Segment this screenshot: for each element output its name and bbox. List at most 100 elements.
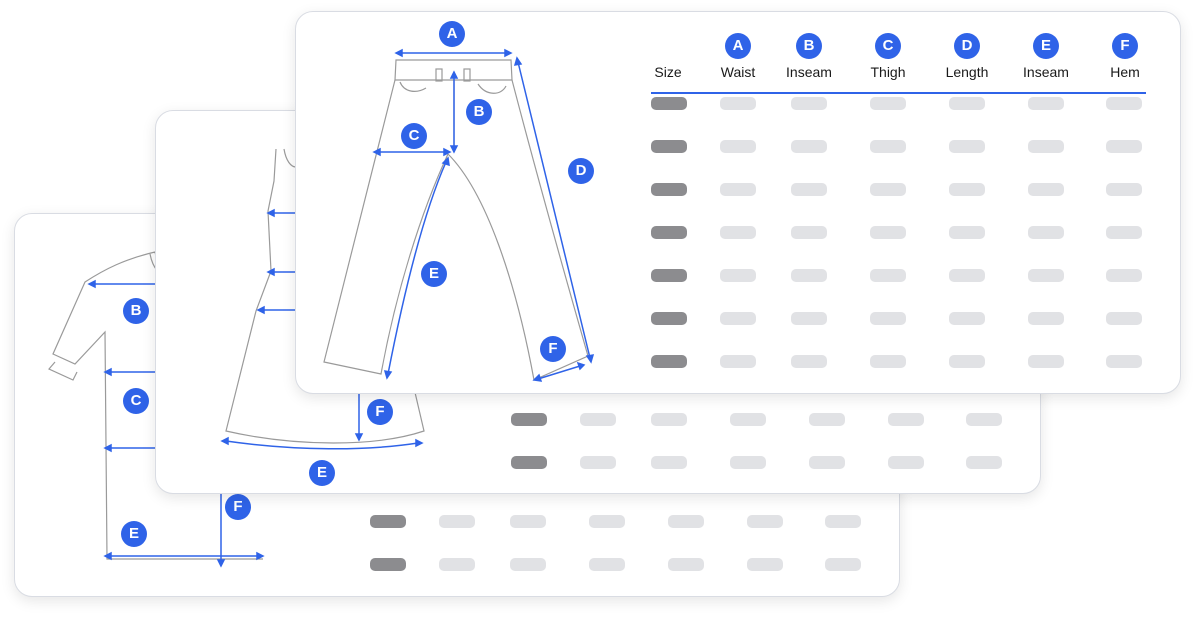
pants-label-e-badge: E [421,261,447,287]
column-a-badge: A [725,33,751,59]
value-placeholder [580,413,616,426]
dress-label-e-badge: E [309,460,335,486]
thigh-column-header: Thigh [870,64,906,80]
value-placeholder [949,140,985,153]
value-placeholder [730,456,766,469]
value-placeholder [870,269,906,282]
value-placeholder [651,456,687,469]
value-placeholder [747,515,783,528]
value-placeholder [1106,312,1142,325]
value-placeholder [949,226,985,239]
size-placeholder [651,183,687,196]
pants-label-b-badge: B [466,99,492,125]
value-placeholder [1106,269,1142,282]
size-placeholder [511,456,547,469]
value-placeholder [720,97,756,110]
size-column-header: Size [654,64,682,80]
size-placeholder [651,355,687,368]
value-placeholder [949,183,985,196]
pants-label-a-badge: A [439,21,465,47]
inseam-2-column-header: Inseam [1023,64,1069,80]
value-placeholder [589,558,625,571]
value-placeholder [809,413,845,426]
value-placeholder [720,312,756,325]
size-placeholder [651,140,687,153]
value-placeholder [966,413,1002,426]
value-placeholder [870,140,906,153]
size-placeholder [651,269,687,282]
value-placeholder [1028,97,1064,110]
value-placeholder [825,515,861,528]
shirt-label-e-badge: E [121,521,147,547]
value-placeholder [870,97,906,110]
value-placeholder [730,413,766,426]
value-placeholder [720,140,756,153]
column-f-badge: F [1112,33,1138,59]
size-placeholder [651,97,687,110]
dress-outline-diagram [220,148,425,450]
value-placeholder [791,355,827,368]
value-placeholder [747,558,783,571]
column-e-badge: E [1033,33,1059,59]
hem-column-header: Hem [1110,64,1140,80]
size-placeholder [651,312,687,325]
value-placeholder [651,413,687,426]
shirt-label-c-badge: C [123,388,149,414]
value-placeholder [720,269,756,282]
value-placeholder [949,97,985,110]
value-placeholder [825,558,861,571]
value-placeholder [966,456,1002,469]
size-placeholder [370,558,406,571]
pants-size-chart-card: A B C D E F Size A Waist B Inseam C Thig… [295,11,1181,394]
column-c-badge: C [875,33,901,59]
value-placeholder [720,183,756,196]
size-placeholder [370,515,406,528]
value-placeholder [1028,226,1064,239]
value-placeholder [668,558,704,571]
column-b-badge: B [796,33,822,59]
value-placeholder [1106,183,1142,196]
value-placeholder [1028,140,1064,153]
value-placeholder [720,226,756,239]
value-placeholder [791,97,827,110]
length-column-header: Length [945,64,989,80]
pants-label-d-badge: D [568,158,594,184]
value-placeholder [791,140,827,153]
table-header-rule [651,92,1146,94]
value-placeholder [1106,355,1142,368]
value-placeholder [1028,312,1064,325]
value-placeholder [439,515,475,528]
value-placeholder [791,269,827,282]
value-placeholder [870,355,906,368]
value-placeholder [791,312,827,325]
value-placeholder [888,456,924,469]
pants-outline-diagram [323,48,595,382]
value-placeholder [1106,140,1142,153]
value-placeholder [791,226,827,239]
dress-label-f-badge: F [367,399,393,425]
size-placeholder [651,226,687,239]
value-placeholder [720,355,756,368]
shirt-label-b-badge: B [123,298,149,324]
value-placeholder [888,413,924,426]
value-placeholder [510,558,546,571]
value-placeholder [1028,355,1064,368]
value-placeholder [949,355,985,368]
value-placeholder [949,312,985,325]
size-placeholder [511,413,547,426]
value-placeholder [580,456,616,469]
column-d-badge: D [954,33,980,59]
value-placeholder [949,269,985,282]
value-placeholder [1106,97,1142,110]
pants-label-f-badge: F [540,336,566,362]
value-placeholder [1028,269,1064,282]
value-placeholder [589,515,625,528]
value-placeholder [809,456,845,469]
pants-label-c-badge: C [401,123,427,149]
value-placeholder [870,226,906,239]
value-placeholder [1028,183,1064,196]
shirt-label-f-badge: F [225,494,251,520]
value-placeholder [1106,226,1142,239]
inseam-column-header: Inseam [786,64,832,80]
value-placeholder [870,183,906,196]
